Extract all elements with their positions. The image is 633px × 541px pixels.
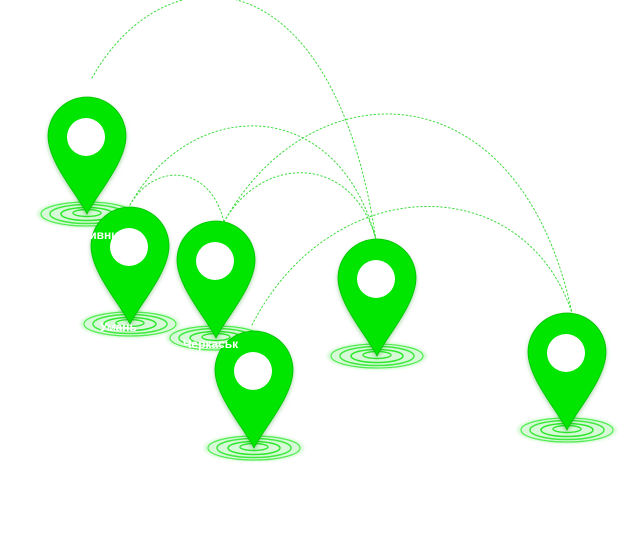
location-label: Кременчук — [531, 440, 596, 454]
location-label: Світловодськ — [213, 457, 296, 471]
location-label: Пиятихатки — [346, 366, 415, 380]
labels-layer: КропивницькУманьЧеркаськПиятихаткиСвітло… — [60, 228, 596, 471]
pin-hole — [67, 118, 105, 156]
route-line — [91, 0, 377, 241]
pin-hole — [196, 242, 234, 280]
route-line — [129, 174, 225, 223]
routes-layer — [91, 0, 573, 326]
route-line — [223, 172, 377, 241]
route-line — [251, 206, 573, 326]
location-label: Черкаськ — [183, 337, 239, 351]
route-line — [129, 125, 377, 241]
location-label: Умань — [100, 320, 137, 334]
map-pin-icon — [47, 96, 127, 215]
route-line — [223, 113, 573, 314]
location-label: Кропивницьк — [60, 228, 140, 242]
pin-hole — [357, 260, 395, 298]
map-pin-icon — [176, 220, 256, 339]
map-pin-icon — [337, 238, 417, 357]
map-pin-icon — [214, 330, 294, 449]
map-pin-icon — [90, 206, 170, 325]
map-pin-icon — [527, 312, 607, 431]
pin-hole — [547, 334, 585, 372]
pin-hole — [234, 352, 272, 390]
pin-hole — [110, 228, 148, 266]
pins-layer — [47, 96, 607, 449]
